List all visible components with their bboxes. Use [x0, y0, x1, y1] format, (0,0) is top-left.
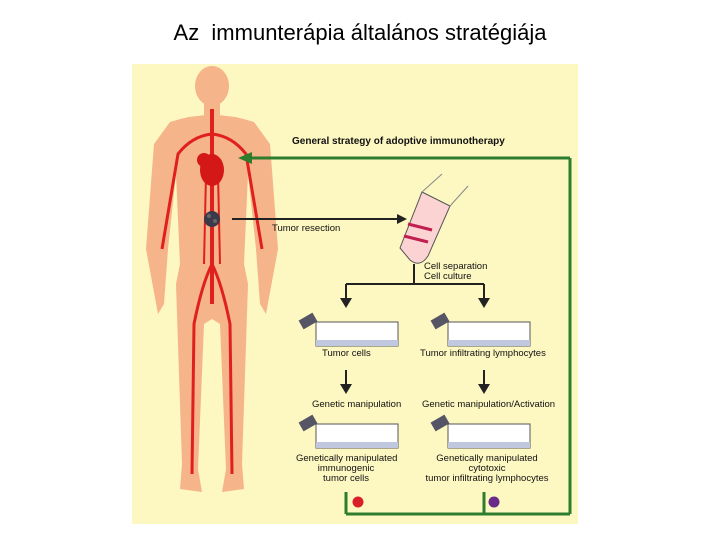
label-gm-tumor-cells: Genetically manipulated immunogenic tumo… — [296, 454, 396, 484]
tumor-icon — [204, 211, 220, 227]
label-gm-til: Genetically manipulated cytotoxic tumor … — [422, 454, 552, 484]
human-body — [146, 66, 278, 492]
flask-gm-til — [431, 415, 530, 448]
label-tumor-resection: Tumor resection — [272, 224, 340, 234]
label-tumor-cells: Tumor cells — [322, 349, 371, 359]
test-tube-icon — [400, 174, 468, 263]
figure-title: General strategy of adoptive immunothera… — [292, 136, 505, 147]
til-dot — [489, 497, 500, 508]
label-genetic-manipulation-activation: Genetic manipulation/Activation — [422, 400, 555, 410]
label-cell-culture: Cell culture — [424, 272, 472, 282]
tumor-cells-dot — [353, 497, 364, 508]
flask-til — [431, 313, 530, 346]
flask-tumor-cells — [299, 313, 398, 346]
label-genetic-manipulation: Genetic manipulation — [312, 400, 401, 410]
slide-title: Az immunterápia általános stratégiája — [0, 20, 720, 46]
label-gm-tumor-line3: tumor cells — [296, 474, 396, 484]
label-gm-til-line3: tumor infiltrating lymphocytes — [422, 474, 552, 484]
label-til: Tumor infiltrating lymphocytes — [420, 349, 546, 359]
flask-gm-tumor-cells — [299, 415, 398, 448]
immunotherapy-figure: General strategy of adoptive immunothera… — [132, 64, 578, 524]
